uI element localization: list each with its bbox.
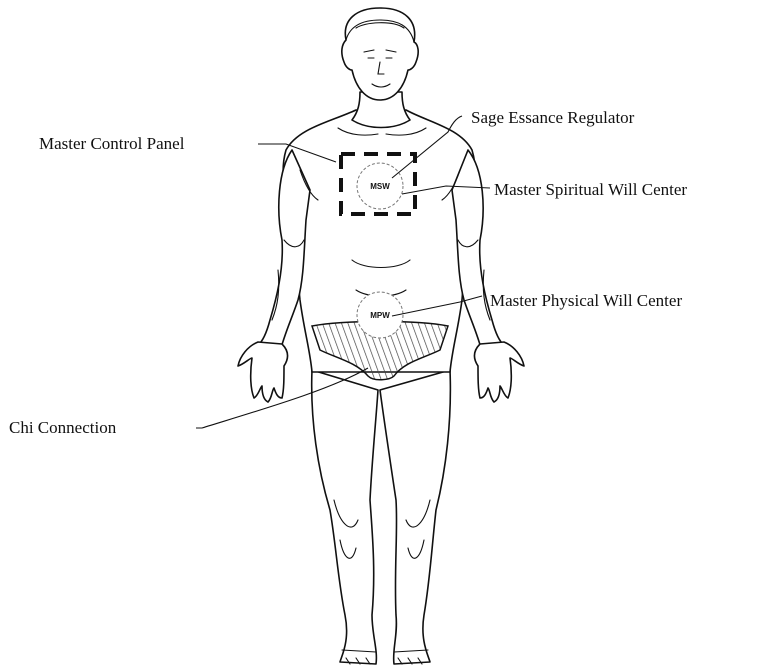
head — [342, 8, 418, 100]
right-leg — [380, 370, 450, 664]
left-hand — [238, 342, 288, 402]
left-arm — [258, 150, 310, 352]
msw-label: MSW — [370, 182, 390, 191]
label-master-spiritual-will-center: Master Spiritual Will Center — [494, 180, 687, 199]
label-sage-essence-regulator: Sage Essance Regulator — [471, 108, 635, 127]
label-master-control-panel: Master Control Panel — [39, 134, 185, 153]
label-chi-connection: Chi Connection — [9, 418, 117, 437]
mpw-label: MPW — [370, 311, 390, 320]
left-leg — [312, 370, 378, 664]
label-master-physical-will-center: Master Physical Will Center — [490, 291, 682, 310]
right-hand — [475, 342, 525, 402]
